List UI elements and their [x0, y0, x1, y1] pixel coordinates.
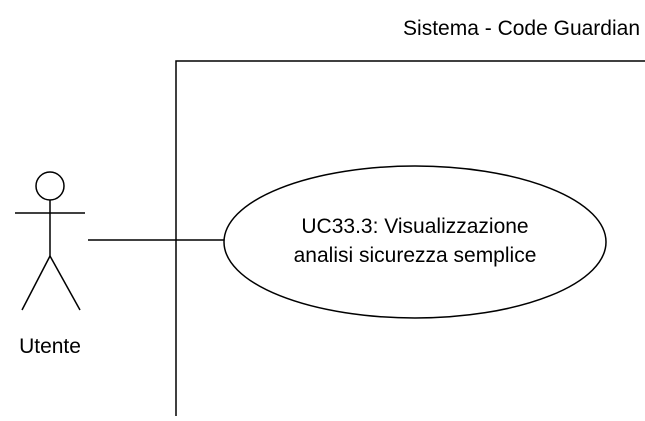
use-case-label: UC33.3: Visualizzazione analisi sicurezz…	[224, 212, 606, 270]
use-case-label-line-2: analisi sicurezza semplice	[293, 244, 537, 267]
use-case-label-line-1: UC33.3: Visualizzazione	[301, 215, 529, 238]
system-title: Sistema - Code Guardian	[403, 17, 640, 40]
actor-label: Utente	[19, 335, 81, 358]
actor-head	[35, 171, 65, 201]
actor-right-leg	[49, 255, 81, 311]
system-boundary	[175, 60, 645, 416]
actor-left-leg	[21, 255, 51, 311]
actor-figure	[15, 171, 85, 311]
use-case-ellipse[interactable]	[223, 165, 607, 319]
